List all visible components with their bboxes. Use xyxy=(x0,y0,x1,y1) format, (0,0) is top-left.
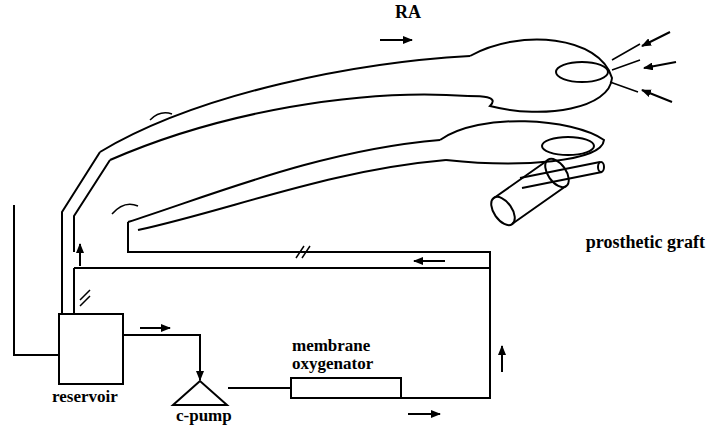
chamber-label: RA xyxy=(395,2,421,22)
reservoir-box: reservoir xyxy=(58,313,124,385)
node-heading: c-pump xyxy=(176,407,232,425)
graft-label: prosthetic graft xyxy=(586,232,705,252)
pump-outline xyxy=(172,380,228,406)
pump-symbol: c-pump xyxy=(172,380,228,406)
tube-connector xyxy=(228,387,290,389)
node-heading: reservoir xyxy=(52,388,118,406)
node-heading: membrane oxygenator xyxy=(292,337,392,373)
oxygenator-box: membrane oxygenator xyxy=(290,377,402,399)
tube-connector xyxy=(124,335,200,380)
